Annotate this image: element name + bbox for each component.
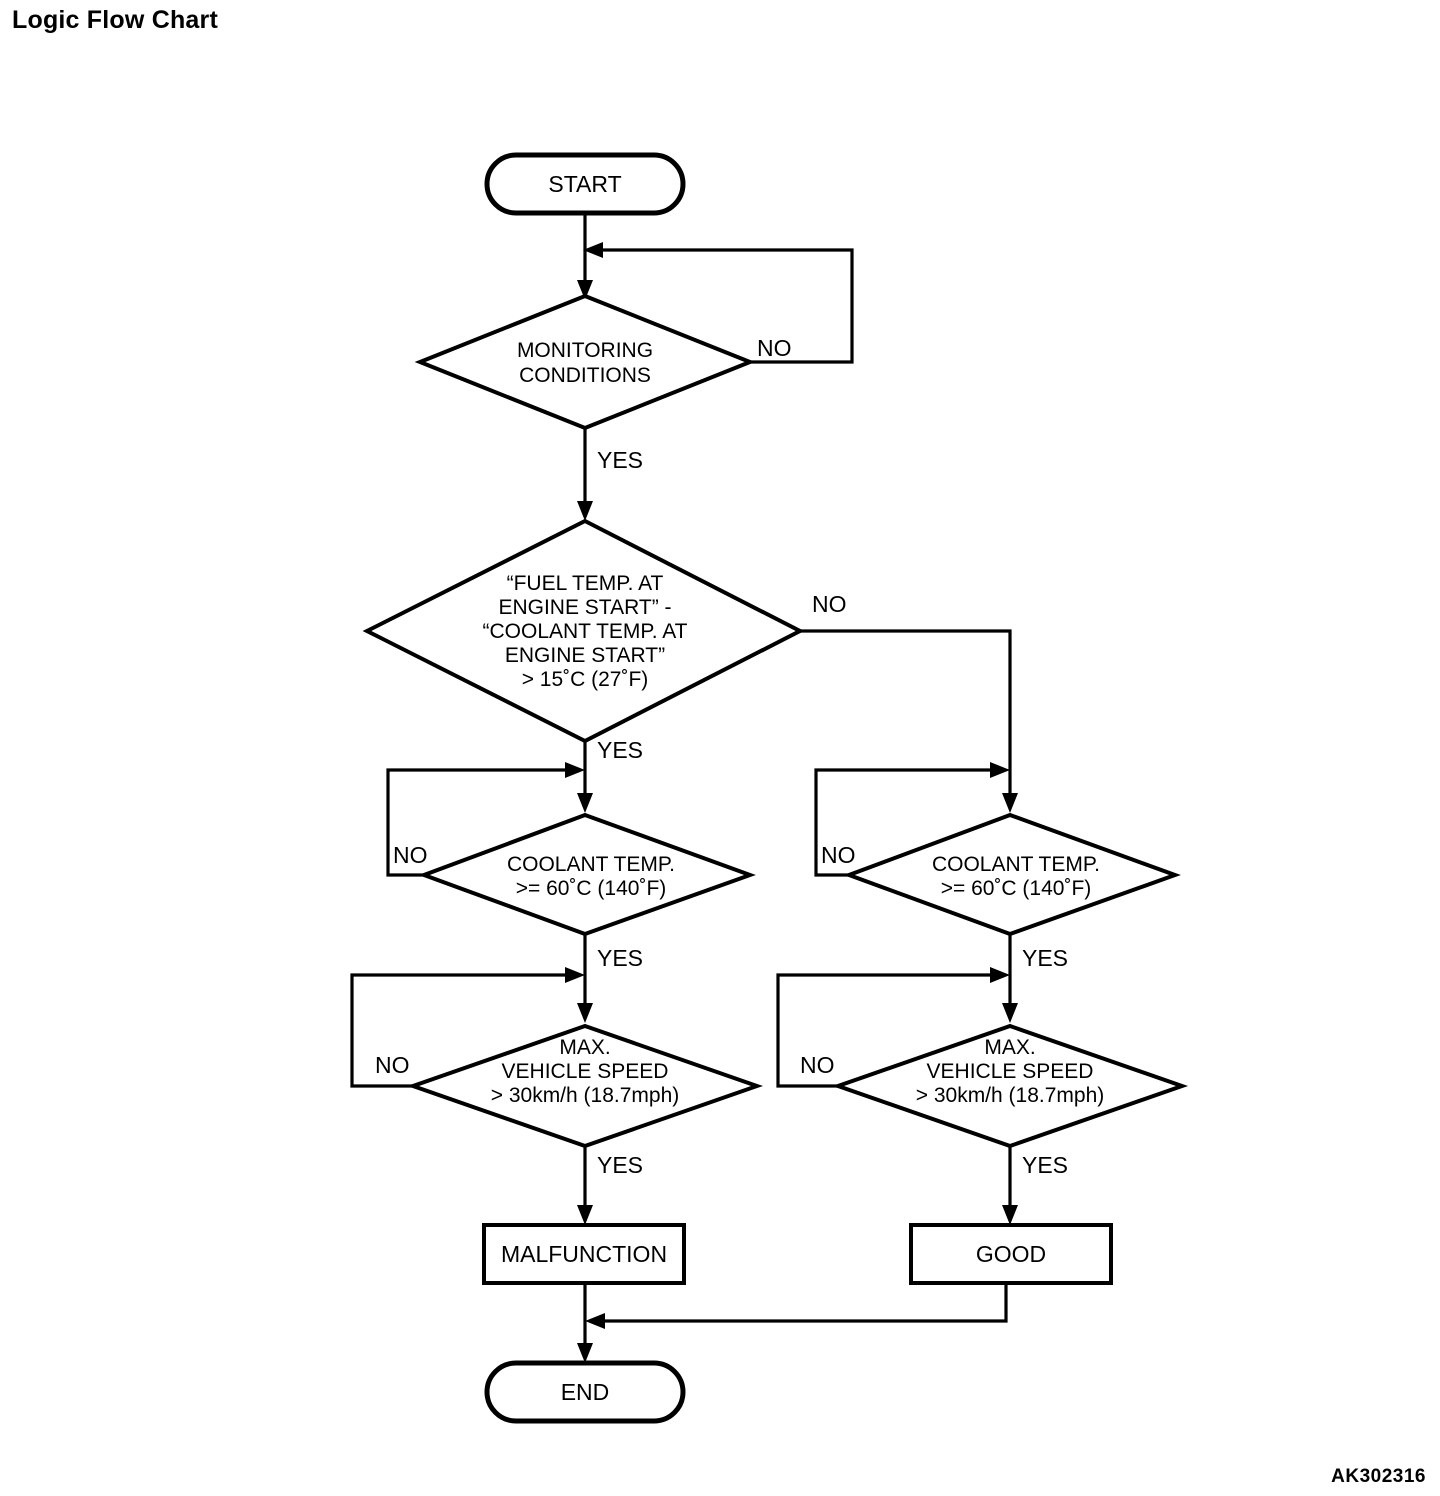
- edge-label-monitoring-yes: YES: [597, 447, 643, 473]
- edge-speed-right-no-loop: NO: [776, 967, 1010, 1088]
- edge-label-coolant-right-yes: YES: [1022, 945, 1068, 971]
- node-speed-left-line3: > 30km/h (18.7mph): [491, 1084, 680, 1107]
- node-fuel-line2: ENGINE START” -: [498, 596, 671, 619]
- edge-coolant-left-yes: YES: [577, 934, 643, 1023]
- edge-label-speed-left-no: NO: [375, 1052, 410, 1078]
- node-max-speed-right: MAX. VEHICLE SPEED > 30km/h (18.7mph): [831, 1023, 1189, 1149]
- node-monitoring-line2: CONDITIONS: [519, 364, 651, 387]
- edge-fuel-no: NO: [800, 591, 1018, 813]
- node-fuel-line1: “FUEL TEMP. AT: [507, 572, 664, 595]
- edge-good-to-end: [585, 1283, 1008, 1329]
- edge-fuel-yes: YES: [577, 737, 643, 813]
- edge-speed-right-yes: YES: [1002, 1146, 1068, 1225]
- node-coolant-temp-right: COOLANT TEMP. >= 60˚C (140˚F): [843, 812, 1181, 937]
- edge-monitoring-no-loop: NO: [583, 242, 854, 364]
- node-end-label: END: [561, 1379, 610, 1405]
- node-malfunction: MALFUNCTION: [482, 1223, 686, 1285]
- node-start-label: START: [548, 171, 621, 197]
- edge-malfunction-to-end: [577, 1283, 593, 1363]
- edge-label-speed-right-no: NO: [800, 1052, 835, 1078]
- node-coolant-left-line2: >= 60˚C (140˚F): [516, 877, 667, 900]
- node-fuel-line4: ENGINE START”: [505, 644, 665, 667]
- node-speed-right-line3: > 30km/h (18.7mph): [916, 1084, 1105, 1107]
- figure-reference-code: AK302316: [1331, 1466, 1426, 1487]
- node-speed-right-line2: VEHICLE SPEED: [927, 1060, 1094, 1083]
- node-fuel-temp-decision: “FUEL TEMP. AT ENGINE START” - “COOLANT …: [362, 518, 805, 744]
- node-monitoring-conditions: MONITORING CONDITIONS: [414, 293, 756, 431]
- edge-start-to-monitoring: [577, 213, 593, 300]
- node-fuel-line3: “COOLANT TEMP. AT: [483, 620, 688, 643]
- edge-coolant-right-yes: YES: [1002, 934, 1068, 1023]
- node-coolant-left-line1: COOLANT TEMP.: [507, 853, 675, 876]
- node-coolant-right-line1: COOLANT TEMP.: [932, 853, 1100, 876]
- node-coolant-right-line2: >= 60˚C (140˚F): [941, 877, 1092, 900]
- node-max-speed-left: MAX. VEHICLE SPEED > 30km/h (18.7mph): [406, 1023, 764, 1149]
- node-monitoring-line1: MONITORING: [517, 339, 653, 362]
- edge-label-speed-right-yes: YES: [1022, 1152, 1068, 1178]
- page-title: Logic Flow Chart: [12, 6, 218, 34]
- node-speed-right-line1: MAX.: [984, 1036, 1035, 1059]
- edge-label-fuel-yes: YES: [597, 737, 643, 763]
- edge-speed-left-yes: YES: [577, 1146, 643, 1225]
- node-start: START: [484, 152, 686, 216]
- edge-coolant-right-no-loop: NO: [814, 762, 1010, 877]
- edge-monitoring-yes: YES: [577, 428, 643, 521]
- edge-coolant-left-no-loop: NO: [386, 762, 585, 877]
- node-speed-left-line1: MAX.: [559, 1036, 610, 1059]
- edge-label-coolant-left-yes: YES: [597, 945, 643, 971]
- edge-label-speed-left-yes: YES: [597, 1152, 643, 1178]
- node-good-label: GOOD: [976, 1241, 1046, 1267]
- edge-label-coolant-right-no: NO: [821, 842, 856, 868]
- node-speed-left-line2: VEHICLE SPEED: [502, 1060, 669, 1083]
- edge-label-monitoring-no: NO: [757, 335, 792, 361]
- edge-label-coolant-left-no: NO: [393, 842, 428, 868]
- node-good: GOOD: [909, 1223, 1113, 1285]
- node-end: END: [484, 1360, 686, 1424]
- edge-speed-left-no-loop: NO: [350, 967, 585, 1088]
- edge-label-fuel-no: NO: [812, 591, 847, 617]
- node-malfunction-label: MALFUNCTION: [501, 1241, 667, 1267]
- node-fuel-line5: > 15˚C (27˚F): [522, 668, 649, 691]
- node-coolant-temp-left: COOLANT TEMP. >= 60˚C (140˚F): [418, 812, 756, 937]
